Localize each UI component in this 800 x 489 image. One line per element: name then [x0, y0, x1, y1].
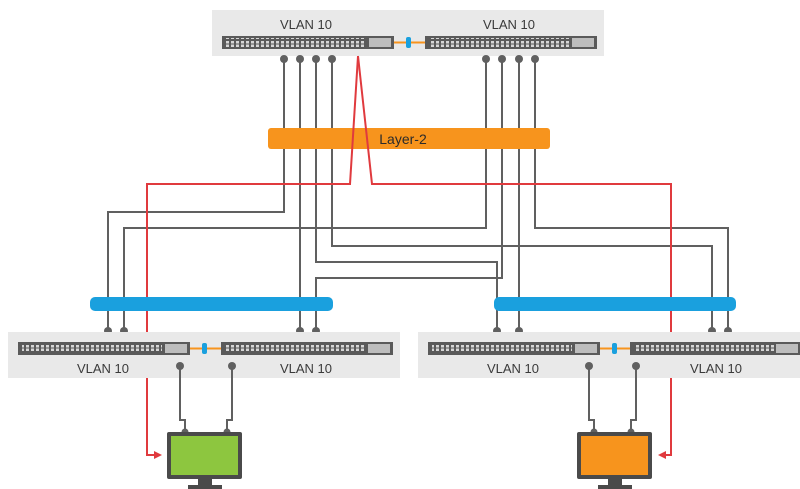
right-switch-stack: VLAN 10 VLAN 10	[418, 332, 800, 378]
top-stack-panel	[212, 10, 604, 56]
right-stack-right-switch-ports	[634, 344, 774, 353]
cable-connector	[296, 55, 304, 63]
left-lag-bar	[90, 297, 333, 311]
left-stack-left-switch-uplink	[165, 344, 187, 353]
top-stack-left-vlan-label: VLAN 10	[280, 17, 332, 32]
top-right-switch-ports	[429, 38, 569, 47]
cable-connector	[228, 362, 236, 370]
uplink-cable	[534, 60, 729, 330]
uplink-cable	[331, 60, 713, 330]
uplink-cable	[315, 60, 503, 330]
left-host-base	[188, 485, 222, 489]
cable-connector	[482, 55, 490, 63]
monitor-icon	[167, 432, 242, 489]
left-stack-right-vlan-label: VLAN 10	[280, 361, 332, 376]
left-host	[167, 432, 242, 489]
left-host-stand	[198, 479, 212, 485]
left-stack-interconnect-badge	[202, 343, 207, 354]
left-host-downlink	[179, 365, 186, 432]
right-host-base	[598, 485, 632, 489]
top-switch-stack: VLAN 10 VLAN 10	[212, 10, 604, 56]
top-right-switch-uplink	[572, 38, 594, 47]
cable-connector	[176, 362, 184, 370]
cable-connector	[585, 362, 593, 370]
cable-connector	[498, 55, 506, 63]
cable-connector	[312, 55, 320, 63]
traffic-path	[146, 55, 672, 459]
cable-connector	[632, 362, 640, 370]
left-host-screen	[171, 436, 238, 475]
left-stack-right-switch-ports	[225, 344, 365, 353]
uplink-cable	[107, 60, 285, 330]
upper-cable-connectors	[280, 55, 539, 63]
traffic-path-to-left-host	[146, 55, 359, 459]
left-stack-right-switch-uplink	[368, 344, 390, 353]
top-stack-interconnect-badge	[406, 37, 411, 48]
right-stack-left-switch-ports	[432, 344, 572, 353]
right-host-stand	[608, 479, 622, 485]
top-left-switch-ports	[226, 38, 366, 47]
left-switch-stack: VLAN 10 VLAN 10	[8, 332, 400, 378]
right-stack-right-switch-uplink	[776, 344, 798, 353]
traffic-path-to-right-host	[357, 55, 672, 459]
uplink-cable	[315, 60, 498, 330]
right-host	[577, 432, 652, 489]
left-host-downlink	[226, 365, 233, 432]
uplink-cables	[107, 60, 729, 330]
top-left-switch-uplink	[369, 38, 391, 47]
cable-connector	[328, 55, 336, 63]
cable-connector	[515, 55, 523, 63]
right-host-downlink	[588, 365, 595, 432]
cable-connector	[280, 55, 288, 63]
layer2-label: Layer-2	[379, 131, 427, 147]
layer2-domain: Layer-2	[268, 128, 550, 149]
right-host-downlink	[630, 365, 637, 432]
cable-connector	[531, 55, 539, 63]
right-stack-right-vlan-label: VLAN 10	[690, 361, 742, 376]
right-stack-interconnect-badge	[612, 343, 617, 354]
left-stack-left-switch-ports	[22, 344, 162, 353]
host-downlinks	[179, 365, 637, 432]
left-stack-left-vlan-label: VLAN 10	[77, 361, 129, 376]
top-stack-right-vlan-label: VLAN 10	[483, 17, 535, 32]
right-host-screen	[581, 436, 648, 475]
right-stack-left-switch-uplink	[575, 344, 597, 353]
monitor-icon	[577, 432, 652, 489]
right-lag-bar	[494, 297, 736, 311]
layer2-bar	[268, 128, 550, 149]
right-stack-left-vlan-label: VLAN 10	[487, 361, 539, 376]
uplink-cable	[299, 60, 487, 330]
uplink-cable	[123, 60, 301, 330]
